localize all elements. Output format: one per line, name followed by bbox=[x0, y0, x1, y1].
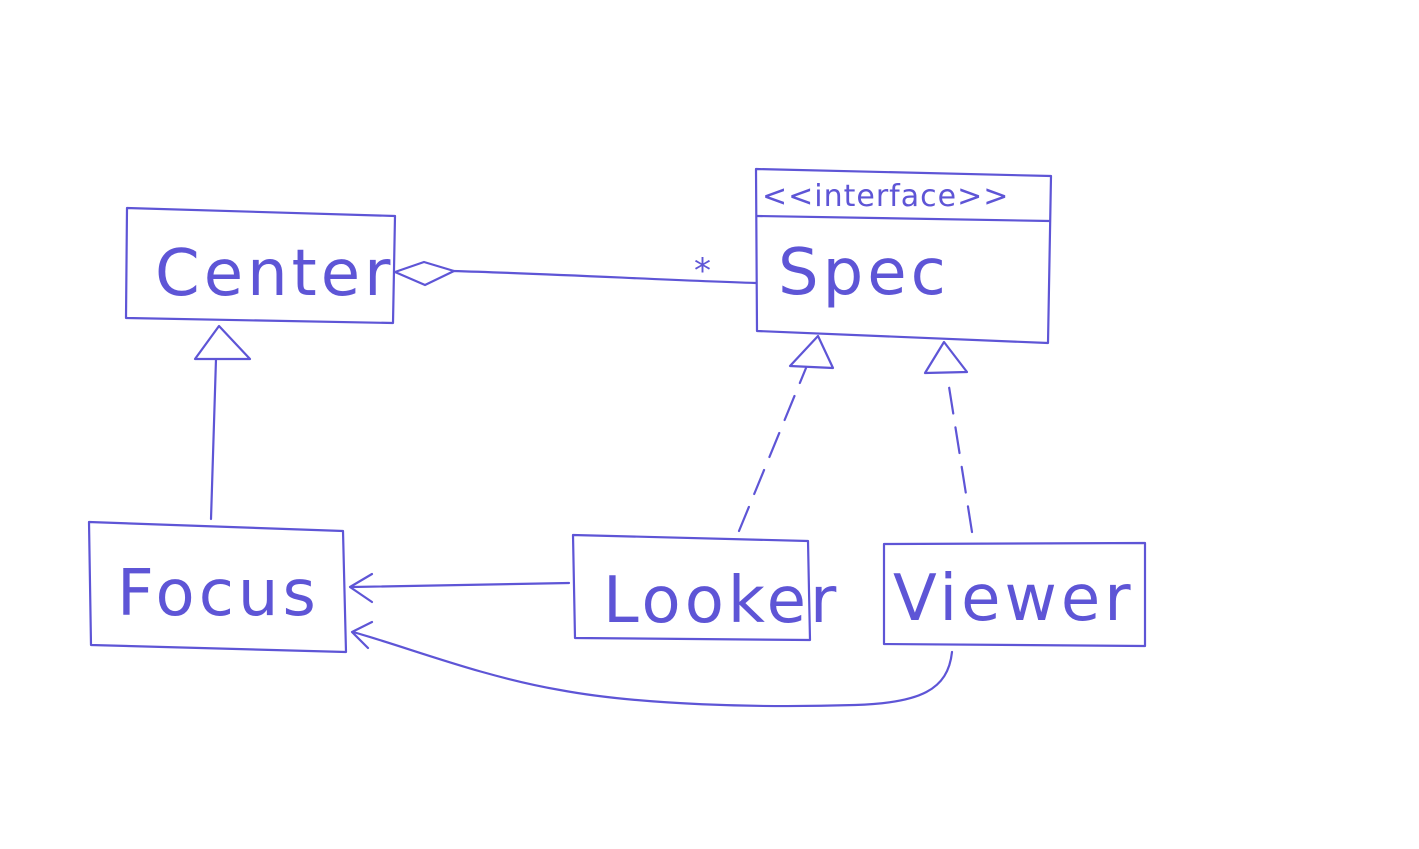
class-spec-stereotype: <<interface>> bbox=[762, 179, 1009, 214]
aggregation-line bbox=[450, 269, 758, 285]
association-looker-arrowhead bbox=[348, 572, 374, 604]
class-spec-box bbox=[754, 167, 1053, 345]
class-looker-box bbox=[571, 533, 812, 642]
class-center-label: Center bbox=[155, 237, 394, 311]
aggregation-center-spec: * bbox=[393, 251, 758, 291]
class-viewer: Viewer bbox=[882, 541, 1147, 648]
class-focus-box bbox=[87, 520, 348, 654]
class-spec-divider bbox=[755, 214, 1052, 223]
realization-looker-arrowhead bbox=[788, 334, 835, 370]
class-focus-label: Focus bbox=[117, 557, 320, 631]
class-center-box bbox=[124, 206, 397, 325]
generalization-arrowhead bbox=[193, 324, 252, 361]
generalization-focus-center bbox=[193, 324, 252, 521]
class-center: Center bbox=[124, 206, 397, 325]
association-looker-focus bbox=[348, 572, 571, 604]
association-looker-line bbox=[350, 581, 571, 589]
realization-looker-spec bbox=[737, 334, 835, 533]
class-spec: <<interface>> Spec bbox=[754, 167, 1053, 345]
class-looker-label: Looker bbox=[603, 564, 840, 638]
class-looker: Looker bbox=[571, 533, 840, 642]
generalization-line bbox=[209, 357, 218, 521]
class-viewer-box bbox=[882, 541, 1147, 648]
realization-viewer-arrowhead bbox=[923, 340, 969, 375]
aggregation-multiplicity: * bbox=[694, 251, 711, 291]
class-spec-label: Spec bbox=[778, 236, 950, 310]
association-viewer-arrowhead bbox=[350, 620, 374, 650]
aggregation-diamond bbox=[393, 260, 456, 287]
realization-viewer-line bbox=[945, 372, 974, 534]
realization-looker-line bbox=[737, 366, 808, 533]
realization-viewer-spec bbox=[923, 340, 974, 534]
association-viewer-focus bbox=[350, 620, 954, 708]
class-focus: Focus bbox=[87, 520, 348, 654]
class-viewer-label: Viewer bbox=[893, 562, 1135, 636]
association-viewer-line bbox=[351, 630, 954, 708]
